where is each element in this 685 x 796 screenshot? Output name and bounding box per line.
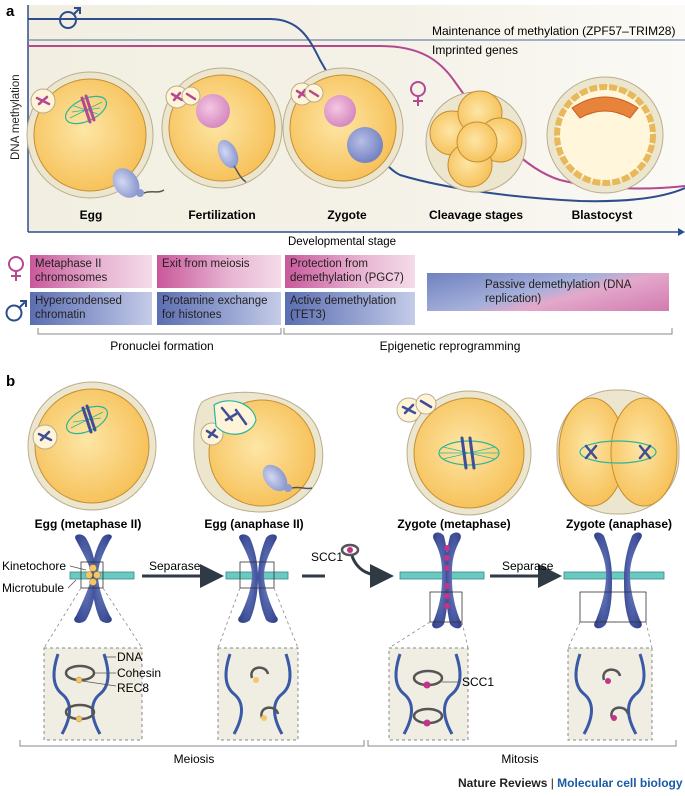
- female-pronucleus: [196, 94, 230, 128]
- box-active-demethylation: Active demethylation (TET3): [285, 292, 415, 325]
- footer-journal: Nature Reviews: [458, 776, 548, 790]
- cell-egg-anaphase: [193, 391, 324, 513]
- zoom-lines: [43, 587, 653, 649]
- box-passive-demethylation: Passive demethylation (DNA replication): [427, 273, 669, 311]
- cell-label-egg-anaphase: Egg (anaphase II): [204, 517, 303, 531]
- blastocyst: [546, 76, 664, 194]
- scc1-ring-top: [340, 543, 360, 557]
- imprinted-label: Imprinted genes: [432, 43, 518, 57]
- box-protection-demethylation: Protection from demethylation (PGC7): [285, 255, 415, 288]
- bracket-label-pronuclei: Pronuclei formation: [110, 339, 213, 353]
- label-separase-2: Separase: [502, 559, 554, 573]
- x-axis-arrowhead: [678, 228, 685, 236]
- male-symbol-top: [59, 7, 81, 29]
- cell-zygote-anaphase: [556, 389, 680, 515]
- box-hypercondensed-chromatin: Hypercondensed chromatin: [30, 292, 152, 325]
- cell-label-egg-metaphase: Egg (metaphase II): [35, 517, 142, 531]
- bracket-label-meiosis: Meiosis: [174, 752, 215, 766]
- cell-zygote-metaphase: [396, 390, 532, 516]
- inset-meiosis-anaphase: [217, 647, 299, 741]
- footer: Nature Reviews | Molecular cell biology: [458, 776, 683, 791]
- bracket-pronuclei: [37, 328, 282, 335]
- sperm-head: [112, 168, 140, 198]
- female-symbol-mid: [410, 81, 426, 106]
- label-microtubule: Microtubule: [2, 581, 64, 595]
- female-symbol-row: [8, 256, 24, 281]
- label-scc1-top: SCC1: [311, 550, 343, 564]
- footer-separator: |: [547, 776, 558, 790]
- label-kinetochore: Kinetochore: [2, 559, 66, 573]
- panel-b: b: [2, 373, 680, 766]
- box-protamine-exchange: Protamine exchange for histones: [157, 292, 281, 325]
- chromosome-mitosis-metaphase: [399, 532, 485, 629]
- label-dna: DNA: [117, 650, 142, 664]
- inset-mitosis-metaphase: [388, 647, 469, 741]
- stage-label-fertilization: Fertilization: [188, 208, 255, 222]
- fertilization-cell: [161, 67, 283, 189]
- panel-b-letter: b: [6, 373, 15, 390]
- bracket-mitosis: [367, 740, 677, 747]
- cell-egg-metaphase: [27, 381, 157, 511]
- label-cohesin: Cohesin: [117, 666, 161, 680]
- male-pronucleus: [347, 127, 383, 163]
- x-axis-label: Developmental stage: [288, 236, 396, 248]
- stage-label-blastocyst: Blastocyst: [572, 208, 633, 222]
- label-separase-1: Separase: [149, 559, 201, 573]
- bracket-epigenetic: [283, 328, 673, 335]
- panel-a-letter: a: [6, 3, 15, 20]
- bracket-label-epigenetic: Epigenetic reprogramming: [380, 339, 521, 353]
- arrow-scc1: [350, 555, 394, 588]
- egg-cell: [26, 71, 165, 199]
- panel-a: a DNA methylation Maintenance of methyla…: [6, 3, 685, 248]
- inset-mitosis-anaphase: [567, 647, 653, 741]
- label-scc1-inset: SCC1: [462, 675, 494, 689]
- chromosome-meiosis-metaphase: [69, 534, 135, 623]
- stage-label-egg: Egg: [80, 208, 103, 222]
- box-metaphase-chromosomes: Metaphase II chromosomes: [30, 255, 152, 288]
- chromosome-meiosis-anaphase: [225, 534, 289, 623]
- cleavage-cells: [425, 90, 527, 193]
- cell-label-zygote-metaphase: Zygote (metaphase): [397, 517, 510, 531]
- zygote-cell: [282, 67, 404, 189]
- chromosome-mitosis-anaphase: [563, 532, 665, 629]
- bracket-label-mitosis: Mitosis: [501, 752, 538, 766]
- footer-section: Molecular cell biology: [557, 776, 683, 790]
- maintenance-label: Maintenance of methylation (ZPF57–TRIM28…: [432, 24, 675, 38]
- box-exit-meiosis: Exit from meiosis: [157, 255, 281, 288]
- label-rec8: REC8: [117, 681, 149, 695]
- stage-label-cleavage: Cleavage stages: [429, 208, 523, 222]
- inset-meiosis-metaphase: [43, 647, 143, 741]
- stage-label-zygote: Zygote: [327, 208, 367, 222]
- cell-label-zygote-anaphase: Zygote (anaphase): [566, 517, 672, 531]
- bracket-meiosis: [19, 740, 365, 747]
- y-axis-label: DNA methylation: [10, 74, 22, 160]
- male-symbol-row: [5, 300, 27, 322]
- paternal-methylation-curve: [28, 18, 685, 203]
